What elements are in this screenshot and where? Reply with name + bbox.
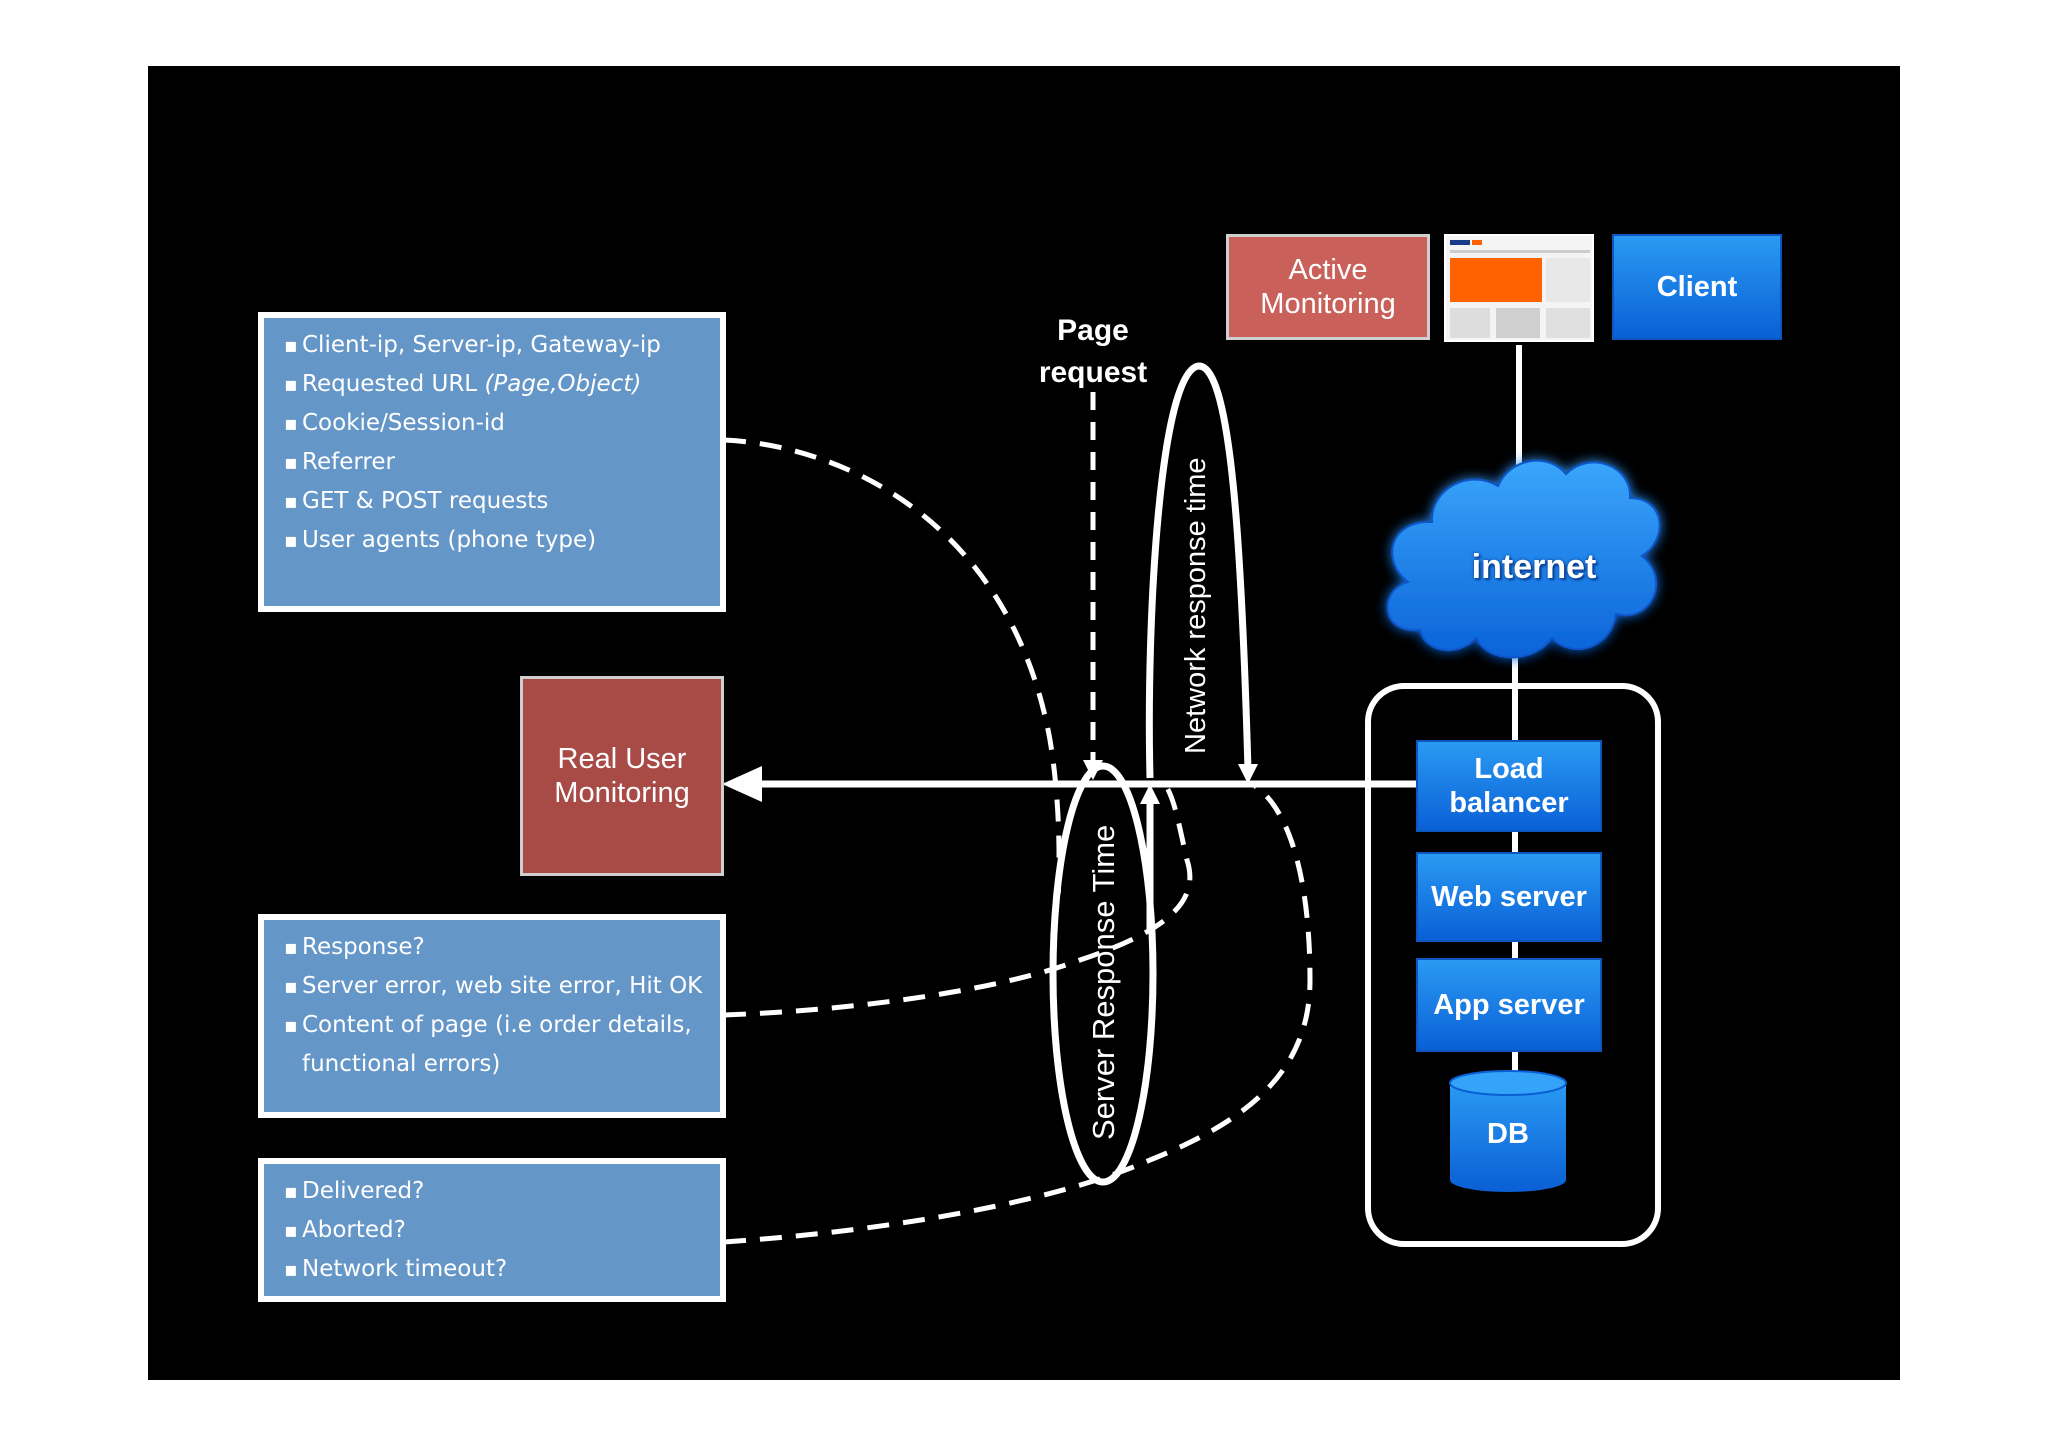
list-item: Aborted? (284, 1211, 710, 1250)
load-balancer-label: Load balancer (1449, 753, 1569, 819)
list-item: GET & POST requests (284, 482, 710, 521)
app-server-box: App server (1416, 958, 1602, 1052)
page-request-label: Page request (1038, 314, 1148, 389)
network-response-time-loop (1145, 362, 1252, 779)
active-monitoring-box: Active Monitoring (1226, 234, 1430, 340)
real-user-monitoring-label: Real User Monitoring (554, 743, 690, 809)
list-item: Response? (284, 928, 710, 967)
list-item: Network timeout? (284, 1250, 710, 1289)
active-monitoring-label: Active Monitoring (1260, 254, 1396, 320)
delivery-fields-list: Delivered? Aborted? Network timeout? (284, 1172, 710, 1289)
response-fields-dashed-link (723, 784, 1193, 1018)
server-response-time-loop (1049, 762, 1157, 1186)
app-server-label: App server (1433, 989, 1585, 1021)
internet-cloud-icon (1386, 459, 1661, 659)
web-server-label: Web server (1431, 881, 1587, 913)
website-thumbnail-icon (1444, 234, 1594, 342)
database-cylinder-icon (1449, 1070, 1567, 1192)
arrowhead-icon (1140, 784, 1160, 804)
list-item: Delivered? (284, 1172, 710, 1211)
delivery-fields-dashed-link (723, 783, 1313, 1245)
arrowhead-icon (722, 766, 762, 802)
client-label: Client (1656, 271, 1738, 303)
web-server-box: Web server (1416, 852, 1602, 942)
db-label: DB (1487, 1118, 1529, 1150)
arrowhead-icon (1238, 764, 1258, 784)
request-fields-dashed-link (723, 437, 1062, 901)
server-response-time-label: Server Response Time (1086, 824, 1121, 1140)
load-balancer-box: Load balancer (1416, 740, 1602, 832)
list-item: functional errors) (302, 1051, 501, 1077)
request-fields-list: Client-ip, Server-ip, Gateway-ip Request… (284, 326, 710, 560)
response-fields-box: Response? Server error, web site error, … (258, 914, 726, 1118)
list-item: Cookie/Session-id (284, 404, 710, 443)
list-item: Content of page (i.e order details, (284, 1006, 710, 1045)
list-item: Requested URL (Page,Object) (284, 365, 710, 404)
request-fields-box: Client-ip, Server-ip, Gateway-ip Request… (258, 312, 726, 612)
internet-label: internet (1471, 548, 1597, 586)
list-item: Server error, web site error, Hit OK (284, 967, 710, 1006)
list-item: Client-ip, Server-ip, Gateway-ip (284, 326, 710, 365)
network-response-time-label: Network response time (1180, 457, 1212, 754)
list-item: User agents (phone type) (284, 521, 710, 560)
list-item: Referrer (284, 443, 710, 482)
client-box: Client (1612, 234, 1782, 340)
real-user-monitoring-box: Real User Monitoring (520, 676, 724, 876)
response-fields-list: Response? Server error, web site error, … (284, 928, 710, 1084)
delivery-fields-box: Delivered? Aborted? Network timeout? (258, 1158, 726, 1302)
